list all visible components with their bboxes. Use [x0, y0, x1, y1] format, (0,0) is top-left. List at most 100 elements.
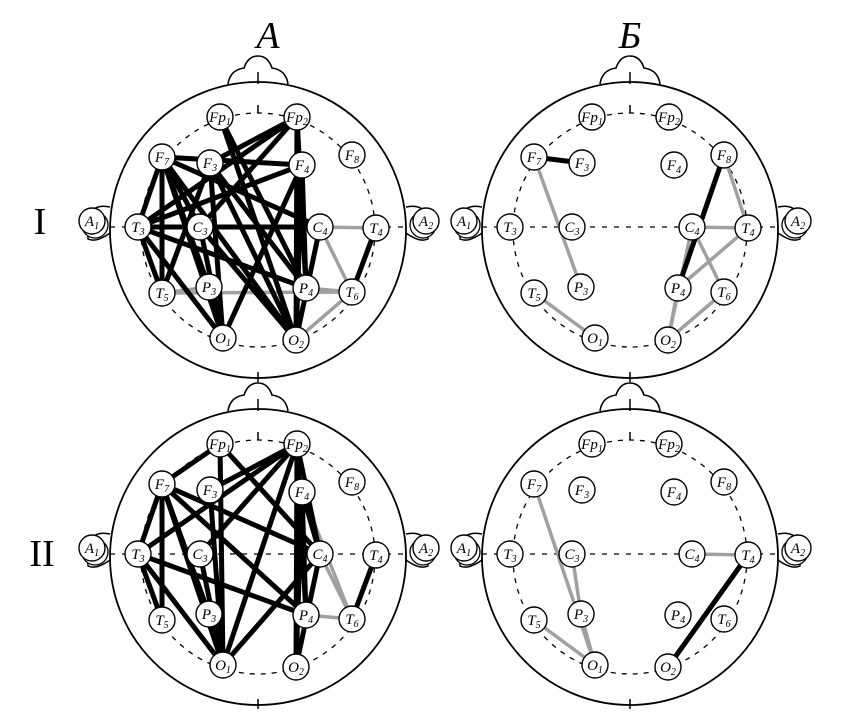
svg-text:O1: O1 [215, 331, 231, 349]
electrode-A2: A2 [409, 207, 440, 239]
electrode-Fp2: Fp2 [655, 430, 683, 458]
svg-text:A2: A2 [418, 541, 433, 559]
electrode-O2: O2 [282, 326, 310, 354]
electrode-F4: F4 [660, 151, 688, 179]
electrode-Fp1: Fp1 [578, 430, 606, 458]
svg-text:T5: T5 [155, 613, 168, 631]
svg-text:F8: F8 [716, 475, 731, 493]
electrode-F4: F4 [288, 478, 316, 506]
electrode-O1: O1 [209, 324, 237, 352]
edge-weak-T4-P4 [676, 226, 750, 290]
edge-strong-F4-T3 [137, 162, 303, 230]
svg-text:P3: P3 [201, 607, 216, 625]
electrode-T5: T5 [520, 279, 548, 307]
svg-text:P3: P3 [573, 280, 588, 298]
electrode-T3: T3 [496, 213, 524, 241]
electrode-C4: C4 [678, 213, 706, 241]
svg-text:F8: F8 [344, 148, 359, 166]
electrode-F8: F8 [710, 468, 738, 496]
svg-text:F7: F7 [526, 150, 542, 168]
electrode-T4: T4 [734, 214, 762, 242]
svg-text:C4: C4 [312, 547, 327, 565]
svg-text:C3: C3 [564, 547, 579, 565]
electrode-C3: C3 [558, 213, 586, 241]
electrode-C3: C3 [186, 540, 214, 568]
svg-text:F4: F4 [666, 158, 681, 176]
edge-strong-F4-O2 [293, 164, 305, 341]
svg-text:C3: C3 [192, 220, 207, 238]
electrode-F4: F4 [288, 151, 316, 179]
svg-text:F4: F4 [294, 158, 309, 176]
svg-text:O1: O1 [587, 658, 603, 676]
electrode-F7: F7 [520, 143, 548, 171]
svg-text:F3: F3 [574, 156, 589, 174]
svg-text:Fp2: Fp2 [285, 110, 308, 128]
electrode-A2: A2 [781, 207, 812, 239]
svg-text:T3: T3 [503, 547, 516, 565]
svg-text:Fp2: Fp2 [285, 437, 308, 455]
svg-text:A1: A1 [456, 541, 471, 559]
svg-text:P4: P4 [670, 281, 685, 299]
svg-text:T3: T3 [503, 220, 516, 238]
svg-text:F7: F7 [526, 477, 542, 495]
svg-text:F7: F7 [154, 477, 170, 495]
svg-text:F4: F4 [666, 485, 681, 503]
electrode-P3: P3 [567, 273, 595, 301]
edge-strong-Fp2-F3 [208, 441, 299, 493]
edge-weak-F7-P3 [532, 156, 583, 288]
electrode-F3: F3 [196, 149, 224, 177]
electrode-F7: F7 [148, 470, 176, 498]
electrode-T4: T4 [734, 541, 762, 569]
electrode-T6: T6 [710, 605, 738, 633]
svg-text:T5: T5 [527, 613, 540, 631]
svg-text:O1: O1 [215, 658, 231, 676]
svg-text:C4: C4 [312, 220, 327, 238]
head-outline [481, 81, 779, 379]
svg-text:O2: O2 [288, 660, 304, 678]
electrode-C4: C4 [306, 540, 334, 568]
electrode-T5: T5 [148, 606, 176, 634]
electrode-Fp2: Fp2 [283, 103, 311, 131]
svg-text:T4: T4 [741, 221, 754, 239]
edge-strong-T3-P4 [137, 224, 307, 291]
svg-text:Fp1: Fp1 [580, 110, 603, 128]
svg-text:A2: A2 [790, 214, 805, 232]
electrode-T3: T3 [496, 540, 524, 568]
edge-strong-F7-P4 [160, 482, 308, 617]
edge-weak-F7-O1 [532, 483, 597, 666]
electrode-T6: T6 [338, 278, 366, 306]
svg-text:A1: A1 [84, 214, 99, 232]
svg-text:F3: F3 [202, 483, 217, 501]
electrode-C4: C4 [306, 213, 334, 241]
electrode-F8: F8 [338, 141, 366, 169]
svg-text:Fp1: Fp1 [208, 110, 231, 128]
svg-text:F3: F3 [574, 483, 589, 501]
electrode-F7: F7 [520, 470, 548, 498]
electrode-F3: F3 [568, 149, 596, 177]
electrode-T3: T3 [124, 540, 152, 568]
edge-strong-F7-P3 [159, 483, 212, 615]
svg-text:C4: C4 [684, 220, 699, 238]
nose-icon [227, 382, 289, 412]
electrode-F3: F3 [568, 476, 596, 504]
svg-text:T4: T4 [369, 548, 382, 566]
electrode-O1: O1 [209, 651, 237, 679]
electrode-Fp1: Fp1 [206, 103, 234, 131]
electrode-A1: A1 [450, 534, 481, 566]
electrode-T5: T5 [148, 279, 176, 307]
electrode-C3: C3 [558, 540, 586, 568]
edge-strong-F7-C4 [160, 481, 322, 557]
svg-text:P4: P4 [298, 281, 313, 299]
edge-strong-T4-O2 [665, 553, 751, 669]
electrode-F4: F4 [660, 478, 688, 506]
svg-text:T6: T6 [717, 285, 730, 303]
edge-strong-F7-O2 [159, 155, 299, 342]
electrode-T3: T3 [124, 213, 152, 241]
svg-text:F3: F3 [202, 156, 217, 174]
row-label-i: I [34, 201, 47, 243]
svg-text:T4: T4 [369, 221, 382, 239]
